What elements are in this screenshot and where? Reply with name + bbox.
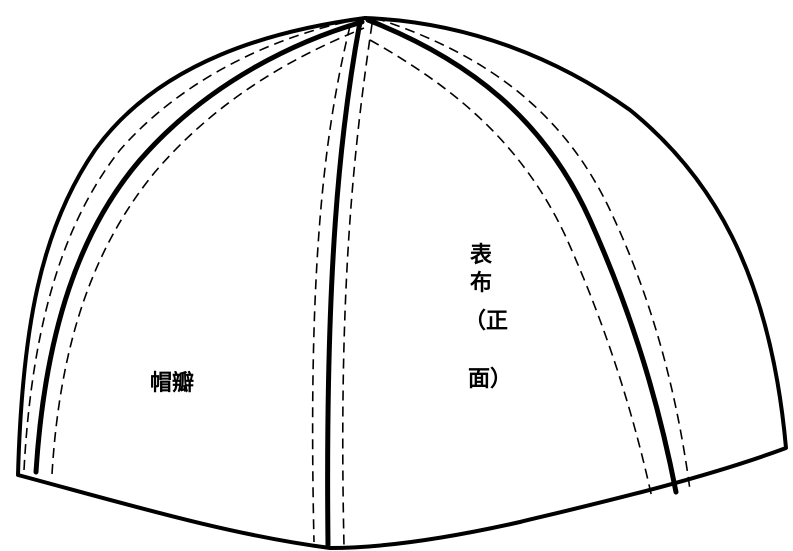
outer-fabric-label-line1: 表 xyxy=(470,243,493,268)
cap-outline xyxy=(16,16,788,550)
panel-label: 帽瓣 xyxy=(150,371,194,396)
right-seam-stitch-outer xyxy=(374,17,691,491)
right-seam-stitch-inner xyxy=(369,39,653,499)
right-seam xyxy=(365,17,679,495)
left-seam xyxy=(33,19,365,475)
left-seam-stitch-inner xyxy=(51,27,365,475)
outer-fabric-label-line3: （正 xyxy=(464,309,508,334)
outer-fabric-label-line2: 布 xyxy=(470,270,492,296)
left-seam-stitch-outer xyxy=(23,19,356,471)
center-seam xyxy=(325,19,363,548)
outer-fabric-label-line4: 面） xyxy=(468,367,512,392)
center-seam-stitch-left xyxy=(311,25,351,543)
center-seam-stitch-right xyxy=(341,23,373,547)
